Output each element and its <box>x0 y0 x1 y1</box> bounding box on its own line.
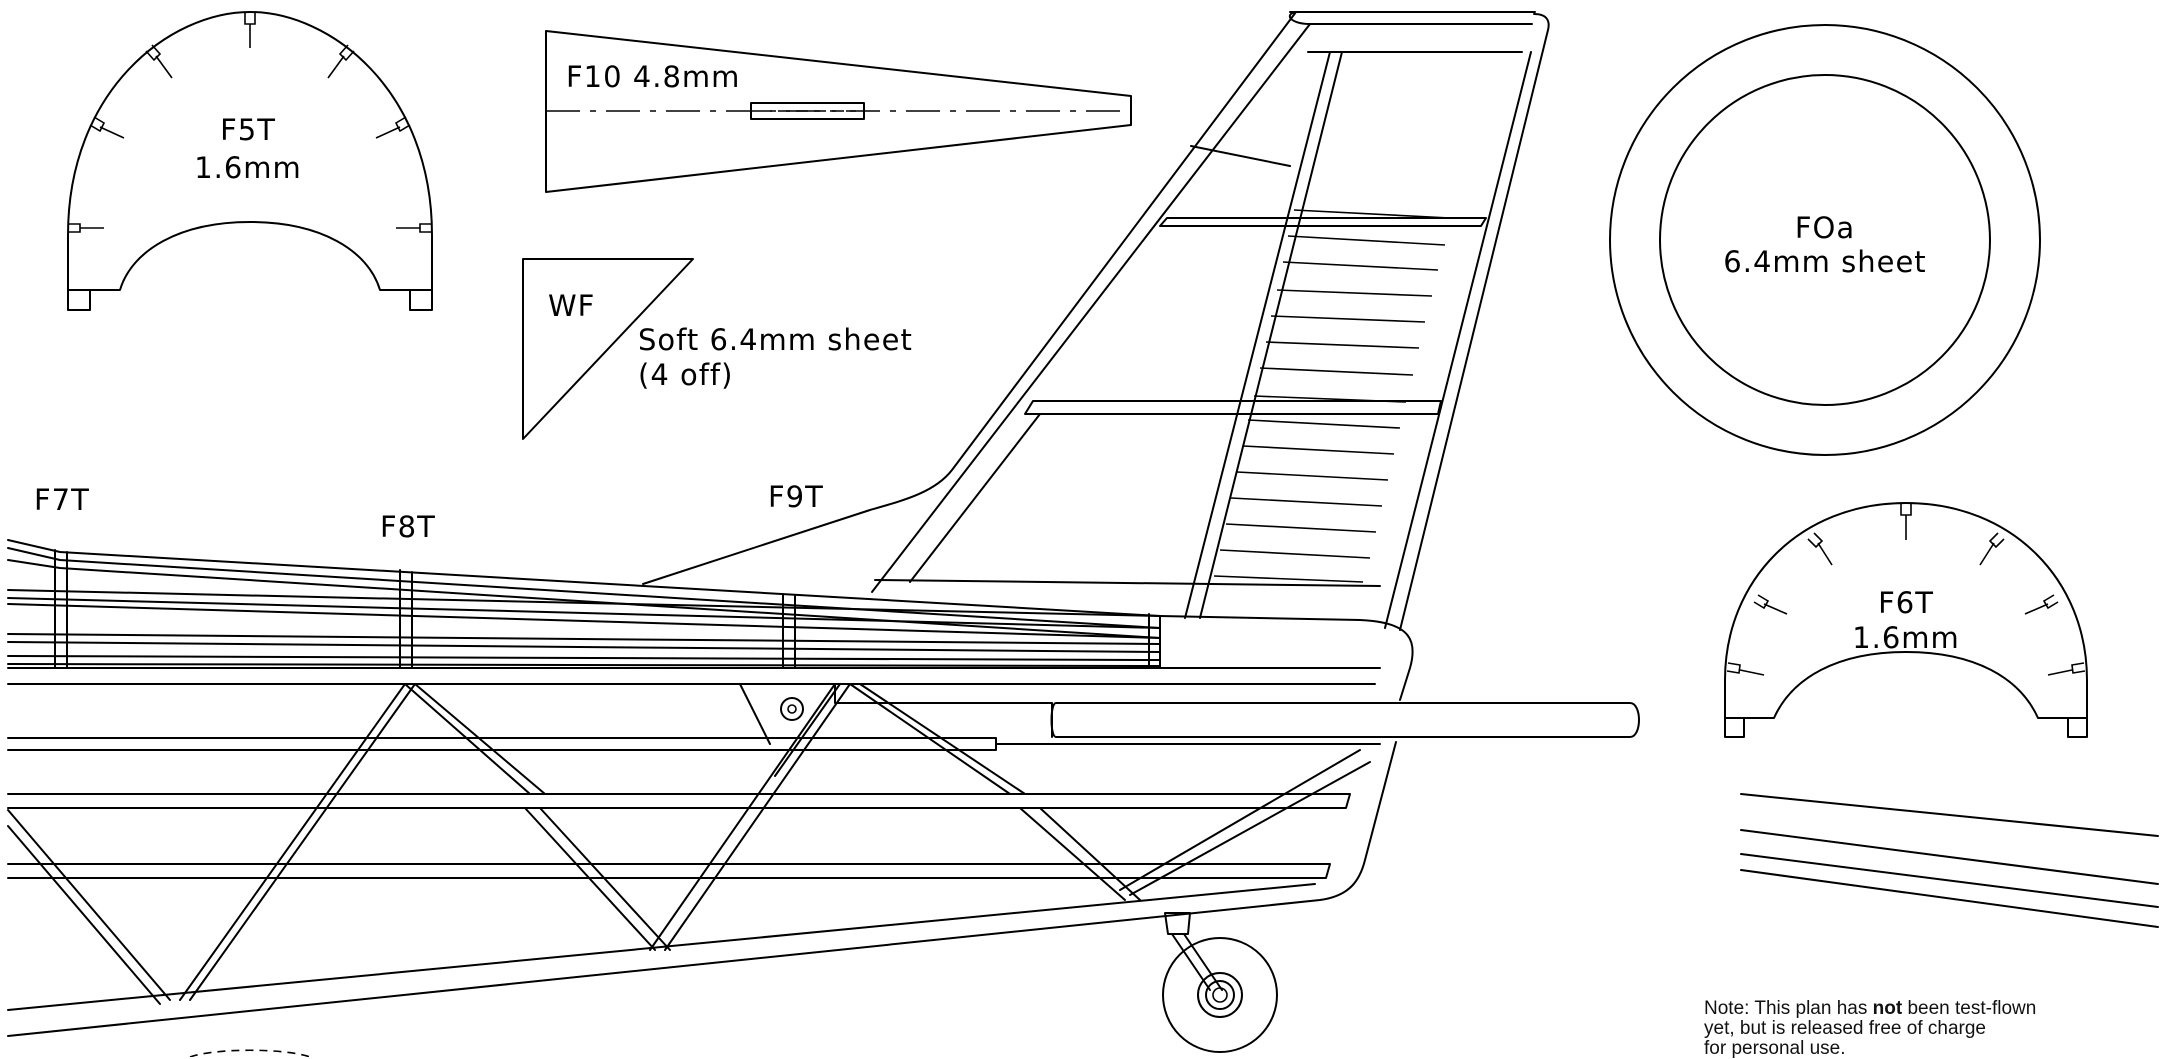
f7t-label: F7T <box>34 483 90 517</box>
f8t-label: F8T <box>380 510 436 544</box>
wf-label: WF <box>548 289 595 323</box>
f6t-label: F6T <box>1878 586 1934 620</box>
hidden-outline <box>189 1049 311 1057</box>
note-line-2: yet, but is released free of charge <box>1704 1018 1986 1039</box>
tail-wheel <box>1162 912 1278 1053</box>
former-f5t: F5T 1.6mm <box>67 11 433 311</box>
part-wf: WF Soft 6.4mm sheet (4 off) <box>522 258 913 440</box>
wf-description-line-2: (4 off) <box>638 358 733 392</box>
part-f10: F10 4.8mm <box>545 30 1132 193</box>
fin-rudder <box>642 10 1550 631</box>
note-text: Note: This plan has <box>1704 998 1873 1019</box>
f10-label: F10 4.8mm <box>566 60 740 94</box>
f5t-thickness-label: 1.6mm <box>194 151 302 185</box>
f9t-label: F9T <box>768 480 824 514</box>
fuselage-frame <box>7 539 1640 1037</box>
note-text-end: been test-flown <box>1902 998 2037 1019</box>
disclaimer-note: Note: This plan has not been test-flown … <box>1704 999 2144 1059</box>
spare-strips <box>1740 793 2159 928</box>
f6t-thickness-label: 1.6mm <box>1852 621 1960 655</box>
f0a-description: 6.4mm sheet <box>1723 245 1926 279</box>
f0a-label: FOa <box>1795 211 1855 245</box>
note-line-1: Note: This plan has not been test-flown <box>1704 999 2144 1019</box>
note-line-3: for personal use. <box>1704 1038 1846 1059</box>
former-f6t: F6T 1.6mm <box>1724 502 2088 738</box>
f5t-label: F5T <box>220 113 276 147</box>
wf-description-line-1: Soft 6.4mm sheet <box>638 323 913 357</box>
former-f0a: FOa 6.4mm sheet <box>1609 24 2041 456</box>
note-emphasis: not <box>1872 998 1903 1019</box>
